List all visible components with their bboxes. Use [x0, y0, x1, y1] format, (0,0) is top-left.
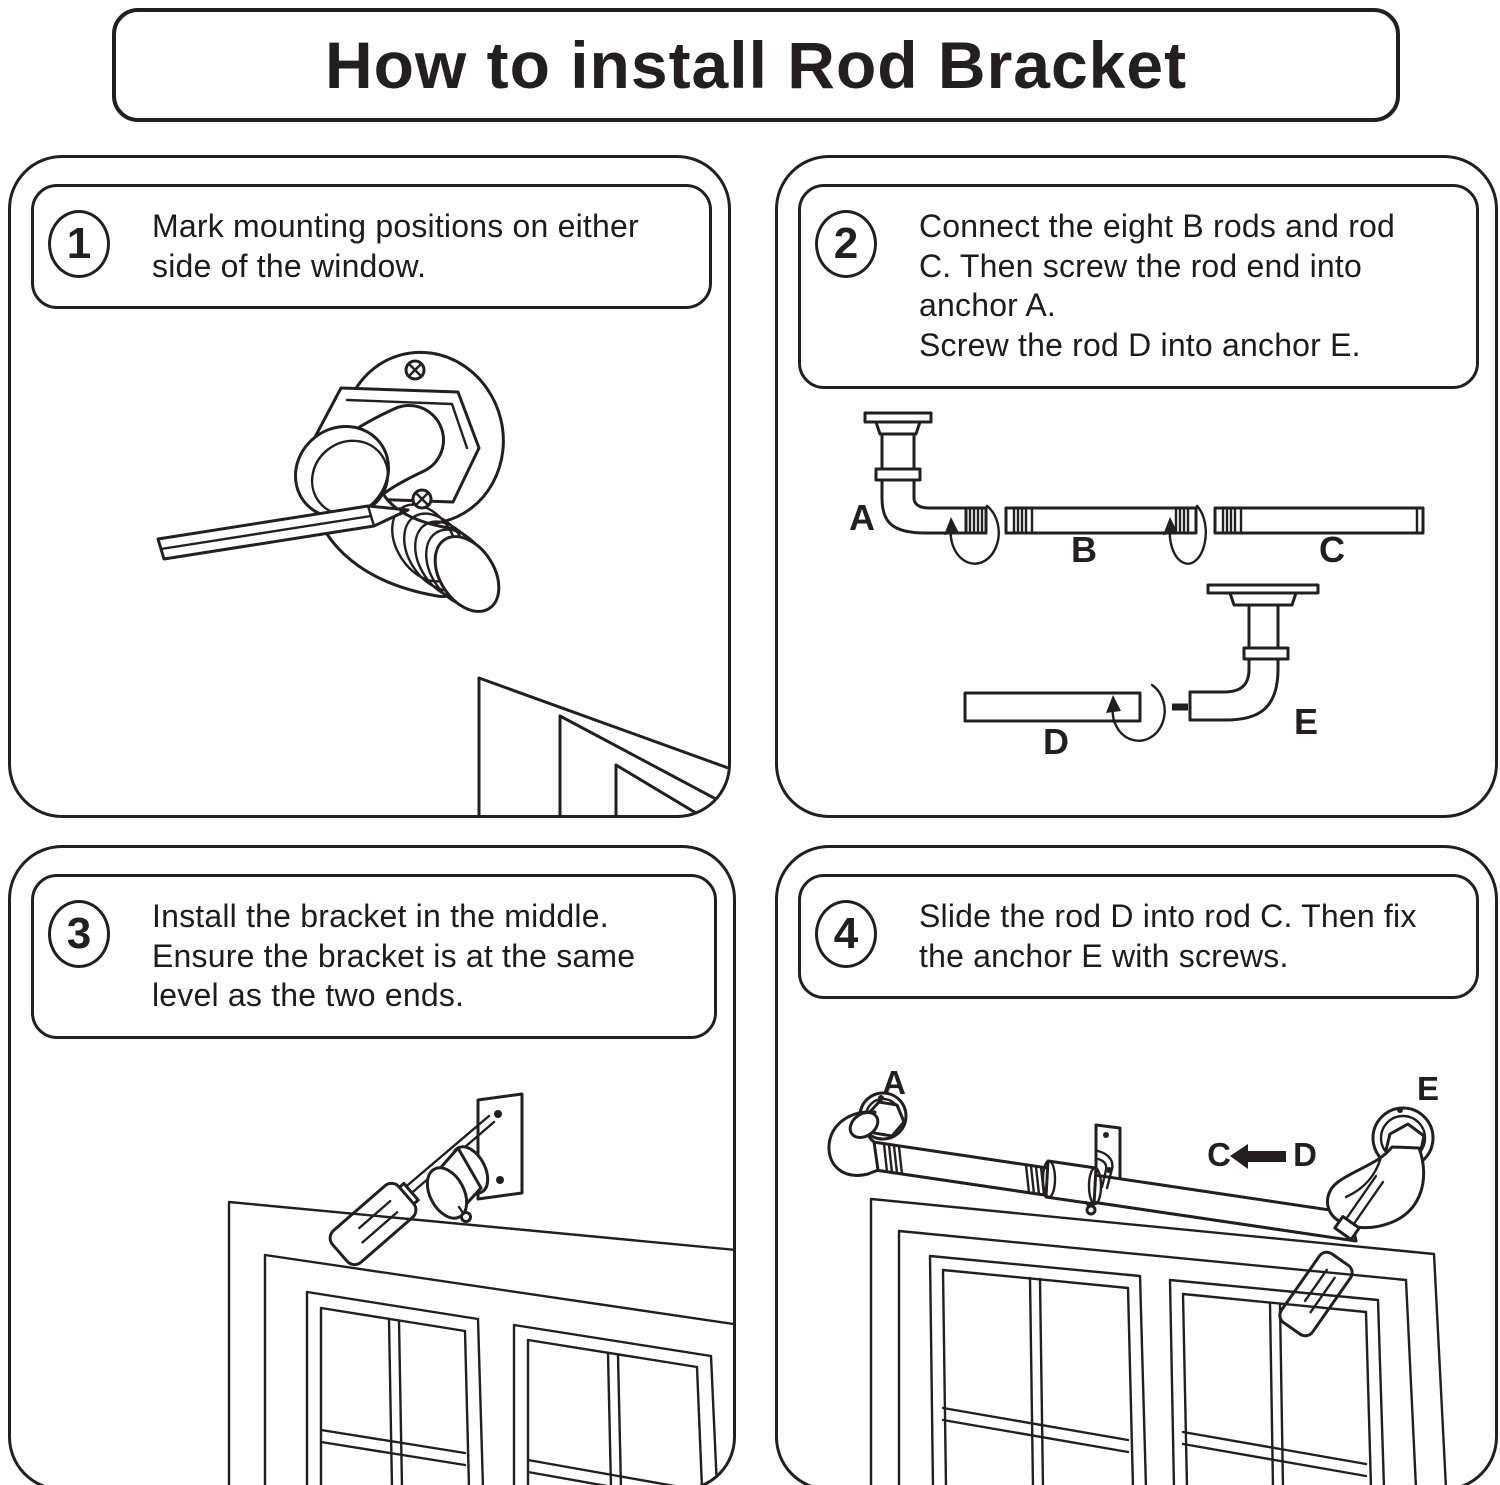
anchor-e-flange: [1325, 1106, 1435, 1230]
step-4-instruction-box: 4 Slide the rod D into rod C. Then fix t…: [798, 874, 1479, 1000]
label-slide-from: D: [1293, 1136, 1317, 1173]
small-screw-icon: [1084, 1200, 1097, 1216]
anchor-a-threads: [964, 506, 988, 535]
slide-direction: C D: [1207, 1136, 1317, 1173]
step-3-text: Install the bracket in the middle. Ensur…: [152, 898, 636, 1014]
bracket-hook: [1096, 1149, 1114, 1190]
label-anchor-e: E: [1417, 1070, 1439, 1107]
step-1-text: Mark mounting positions on either side o…: [152, 208, 639, 284]
step-2-number: 2: [815, 210, 877, 278]
window-corner: [477, 676, 728, 815]
rod-thread-band-1: [882, 1142, 904, 1176]
step-4-drawing: A: [827, 1064, 1448, 1485]
screwdriver: [328, 1114, 496, 1267]
rod-connector: [1041, 1159, 1103, 1216]
screw-bottom-icon: [411, 488, 433, 510]
step-3-instruction-box: 3 Install the bracket in the middle. Ens…: [31, 874, 717, 1040]
label-anchor-e: E: [1294, 701, 1318, 742]
screw-top-icon: [404, 359, 426, 381]
rotate-arrow-icon: [944, 504, 1000, 565]
anchor-a: [863, 411, 988, 535]
label-slide-to: C: [1207, 1136, 1231, 1173]
window-left-sash: [928, 1254, 1148, 1485]
rotate-arrow-icon: [1106, 683, 1166, 742]
window: [869, 1197, 1448, 1485]
window-left-sash: [305, 1290, 485, 1485]
screwdriver-handle: [328, 1181, 418, 1267]
elbow-pipe: [293, 404, 501, 613]
label-anchor-a: A: [882, 1064, 906, 1101]
step-2-panel: 2 Connect the eight B rods and rod C. Th…: [775, 155, 1498, 818]
step-3-number: 3: [48, 900, 110, 968]
step-1-drawing: [156, 350, 728, 815]
step-2-instruction-box: 2 Connect the eight B rods and rod C. Th…: [798, 184, 1479, 389]
threaded-end: [391, 503, 501, 613]
step-3-panel: 3 Install the bracket in the middle. Ens…: [8, 845, 736, 1485]
window-right-sash: [512, 1323, 719, 1485]
left-arrow-icon: [1230, 1144, 1286, 1169]
label-rod-d: D: [1043, 721, 1069, 762]
window: [227, 1200, 733, 1485]
bracket-holder: [425, 1145, 490, 1223]
step-2-text: Connect the eight B rods and rod C. Then…: [919, 208, 1396, 364]
rod-thread-band-2: [1024, 1163, 1046, 1197]
label-rod-c: C: [1319, 529, 1345, 570]
rotate-arrow-icon: [1163, 504, 1207, 565]
label-anchor-a: A: [849, 497, 875, 538]
step-4-text: Slide the rod D into rod C. Then fix the…: [919, 898, 1417, 974]
page-title: How to install Rod Bracket: [324, 28, 1188, 102]
step-2-drawing: A B: [849, 411, 1425, 762]
anchor-a-elbow: [827, 1110, 880, 1177]
pencil: [156, 504, 410, 561]
anchor-e: [1172, 583, 1320, 722]
step-1-panel: 1 Mark mounting positions on either side…: [8, 155, 731, 818]
step-4-panel: 4 Slide the rod D into rod C. Then fix t…: [775, 845, 1498, 1485]
step-3-drawing: [227, 1092, 733, 1485]
title-box: How to install Rod Bracket: [112, 8, 1400, 122]
small-screw-icon: [457, 1205, 472, 1223]
rod-b: [1004, 506, 1198, 535]
step-4-number: 4: [815, 900, 877, 968]
rod-c: [1213, 506, 1425, 535]
step-1-number: 1: [48, 210, 110, 278]
label-rod-b: B: [1071, 529, 1097, 570]
window-right-sash: [1168, 1278, 1386, 1485]
anchor-e-elbow: [1325, 1145, 1426, 1230]
step-1-instruction-box: 1 Mark mounting positions on either side…: [31, 184, 712, 310]
